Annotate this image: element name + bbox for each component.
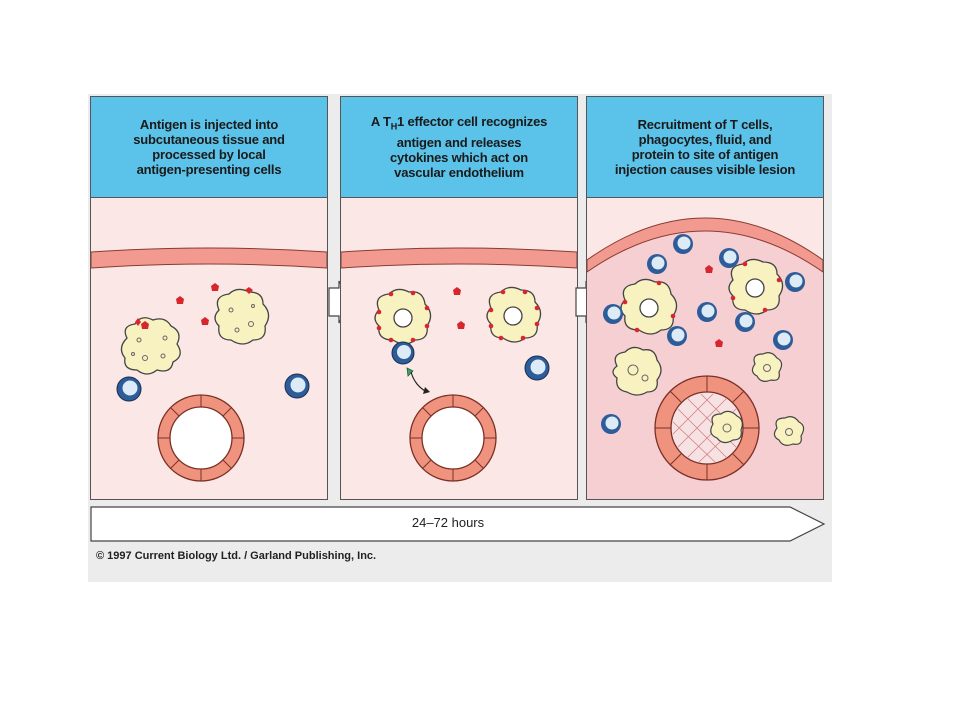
skin-layer [341, 247, 577, 269]
panel-2-caption: A TH1 effector cell recognizes antigen a… [341, 97, 577, 198]
copyright-notice: © 1997 Current Biology Ltd. / Garland Pu… [96, 550, 377, 562]
antigen-particle [705, 265, 713, 273]
caption-rest: 1 effector cell recognizes antigen and r… [390, 114, 548, 180]
t-cells [601, 234, 805, 434]
panel-1-upper-tissue [91, 198, 327, 252]
t-cell [116, 376, 142, 402]
phagocyte [773, 416, 805, 446]
antigen-presenting-cell [374, 288, 432, 345]
antigen-presenting-cell [728, 258, 784, 315]
antigen-particle [176, 296, 184, 304]
antigen-particle [141, 321, 149, 329]
antigen-particle [201, 317, 209, 325]
blood-vessel [157, 394, 245, 482]
panel-th1-recognition: A TH1 effector cell recognizes antigen a… [340, 96, 578, 500]
phagocyte [751, 352, 783, 382]
antigen-presenting-cell [120, 317, 181, 375]
antigen-particles [453, 287, 465, 329]
antigen-particle [211, 283, 219, 291]
panel-1-caption: Antigen is injected into subcutaneous ti… [91, 97, 327, 198]
caption-subscript: H [390, 121, 398, 132]
phagocyte [612, 346, 662, 396]
panel-2-illustration [341, 247, 577, 482]
antigen-presenting-cell [214, 287, 270, 345]
panel-1-illustration [91, 198, 327, 482]
panel-lesion: Recruitment of T cells, phagocytes, flui… [586, 96, 824, 500]
panel-3-caption-text: Recruitment of T cells, phagocytes, flui… [614, 117, 796, 177]
caption-prefix: A T [370, 114, 391, 130]
panel-2-caption-text: A TH1 effector cell recognizes antigen a… [363, 114, 555, 180]
t-cell [524, 355, 550, 381]
arrowhead-icon [423, 387, 430, 394]
timeline-label: 24–72 hours [411, 515, 485, 530]
antigen-particles [705, 265, 723, 347]
skin-layer [587, 217, 823, 273]
antigen-presenting-cell [486, 286, 542, 343]
timeline-arrow [90, 506, 826, 542]
antigen-particle [453, 287, 461, 295]
antigen-particles [141, 283, 219, 329]
panel-3-caption: Recruitment of T cells, phagocytes, flui… [587, 97, 823, 198]
antigen-particle [715, 339, 723, 347]
t-cell [284, 373, 310, 399]
inflamed-blood-vessel [654, 375, 760, 481]
figure: Antigen is injected into subcutaneous ti… [88, 94, 832, 582]
panel-antigen-injection: Antigen is injected into subcutaneous ti… [90, 96, 328, 500]
migrating-phagocyte [710, 410, 743, 444]
cytokine-icon [406, 367, 430, 394]
th1-effector-cell [391, 341, 415, 365]
antigen-particle [457, 321, 465, 329]
blood-vessel [409, 394, 497, 482]
antigen-presenting-cell [620, 278, 678, 335]
skin-layer [91, 247, 327, 269]
panel-1-caption-text: Antigen is injected into subcutaneous ti… [133, 117, 285, 177]
panel-3-illustration [587, 198, 823, 499]
